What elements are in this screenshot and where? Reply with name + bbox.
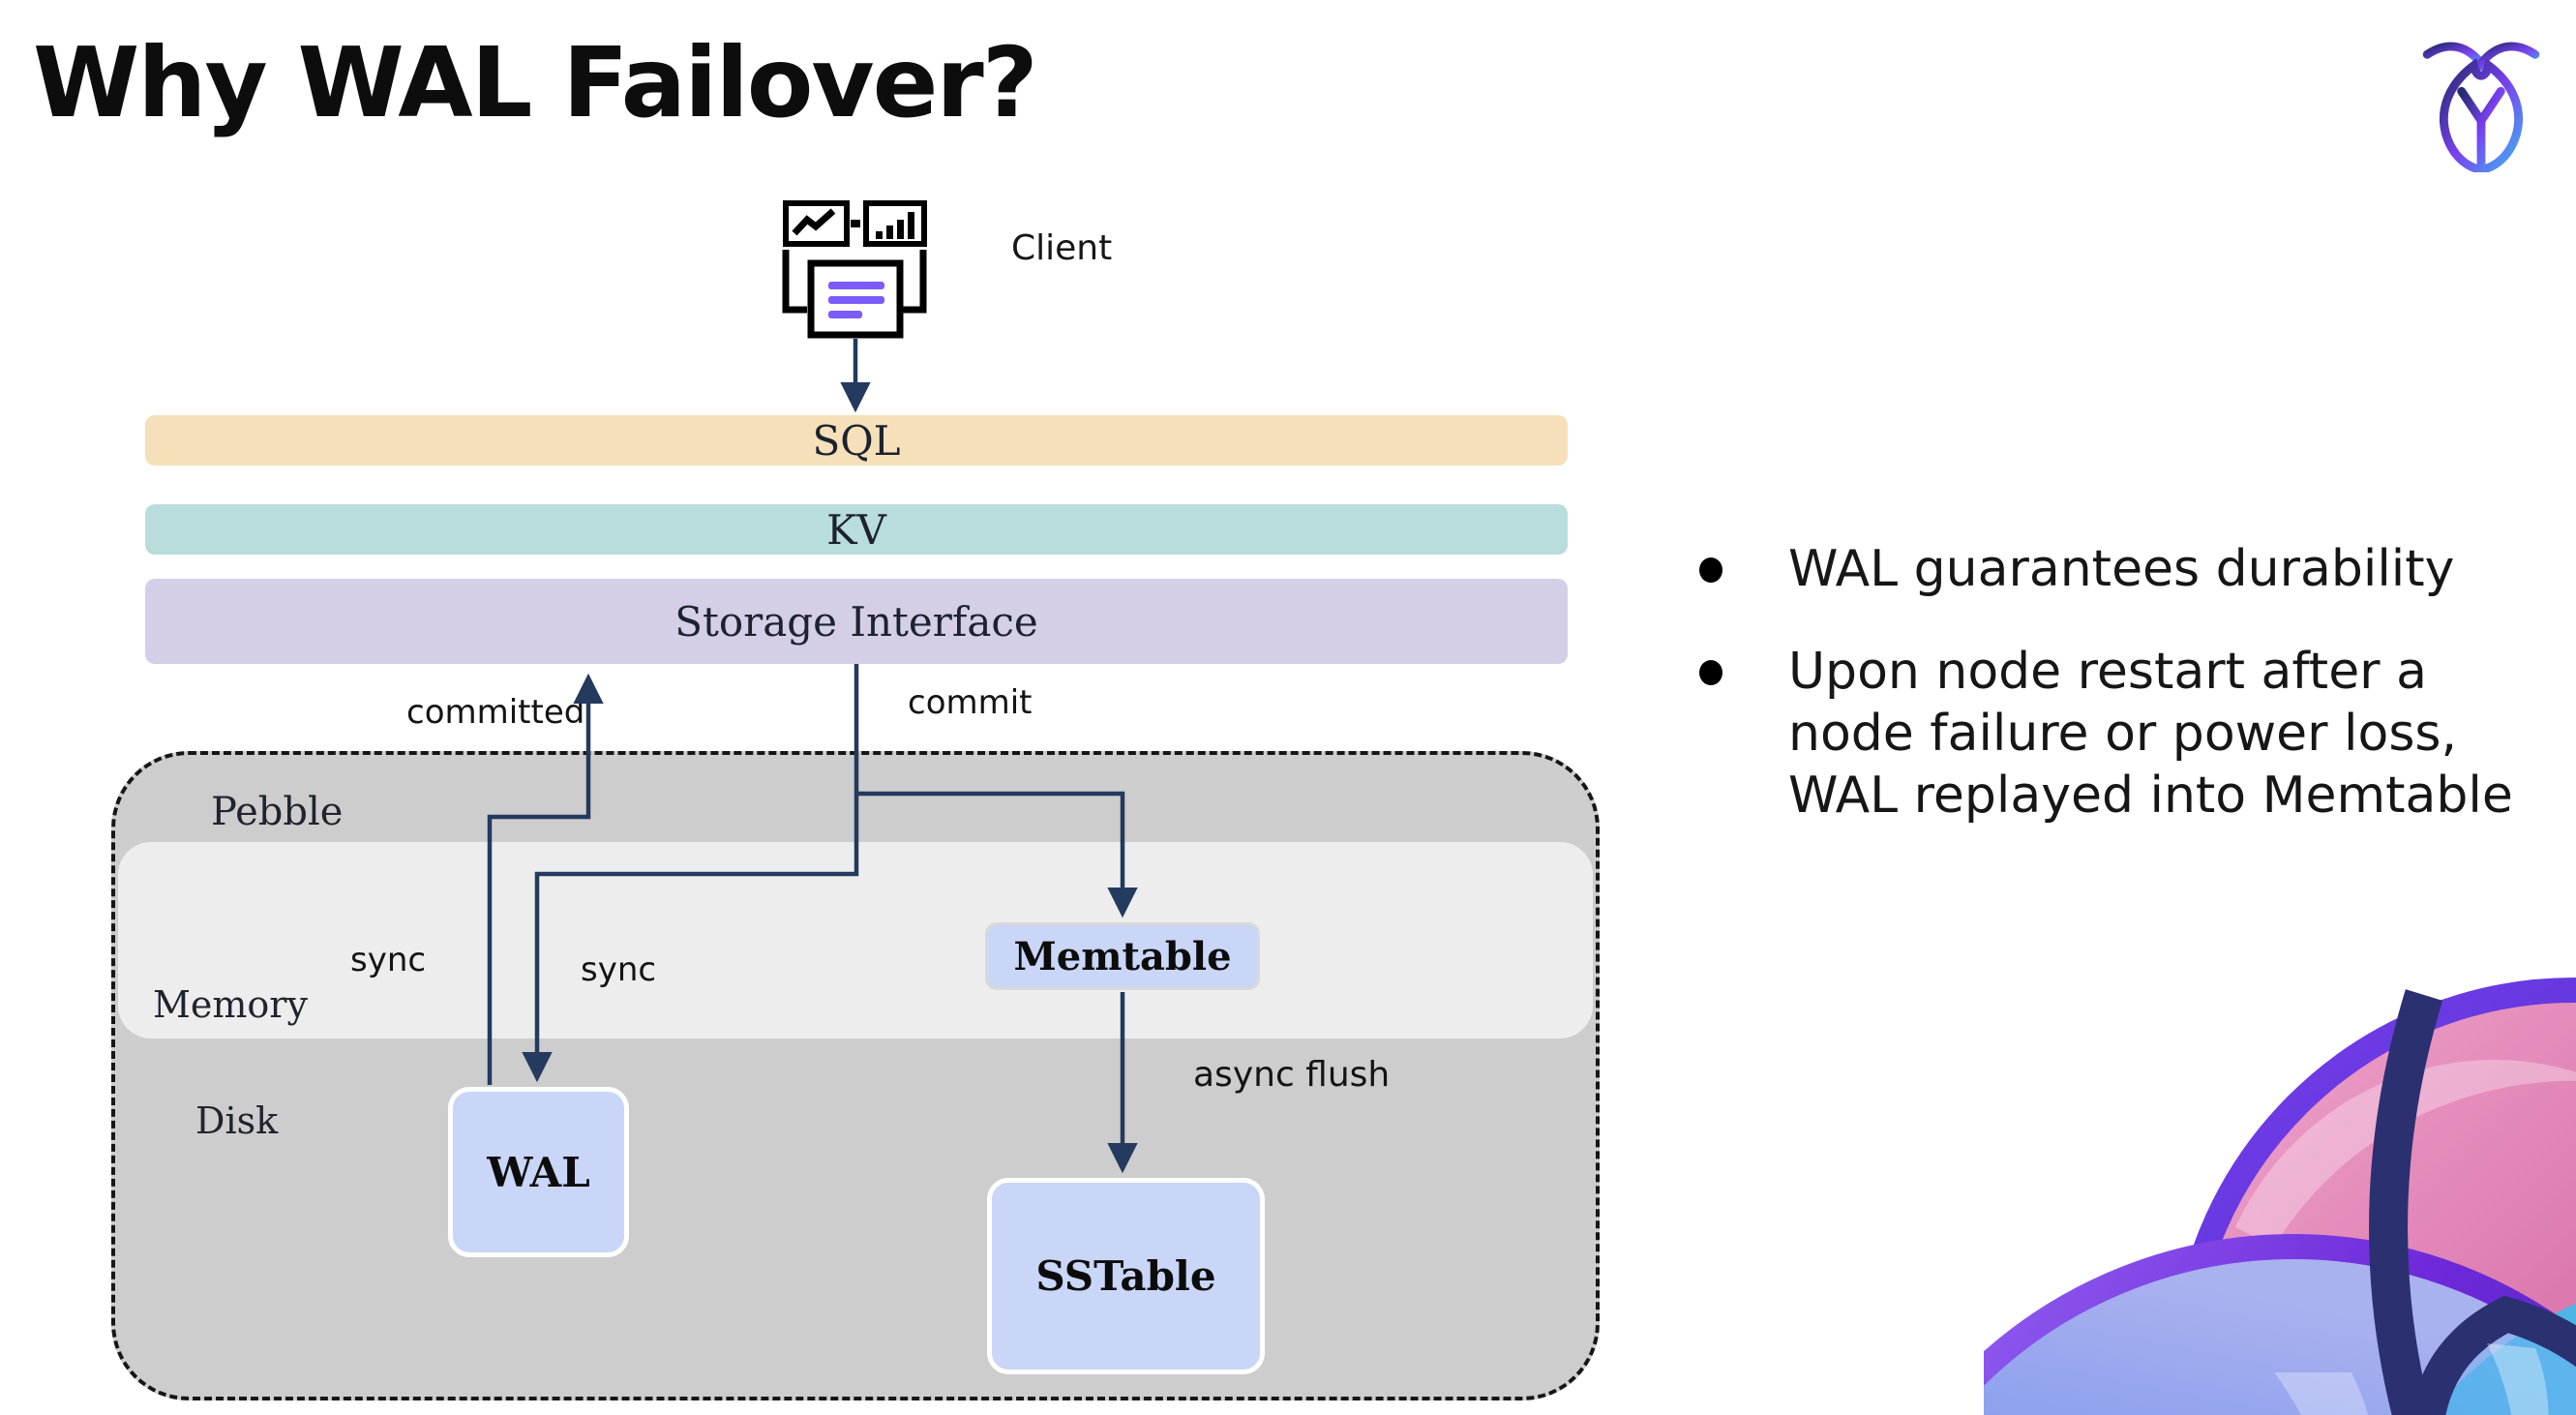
bullet-text: WAL guarantees durability xyxy=(1788,540,2455,598)
memory-label: Memory xyxy=(153,983,308,1026)
client-terminals-icon xyxy=(782,200,927,339)
bar-chart-icon xyxy=(863,200,927,247)
kv-layer-bar: KV xyxy=(145,504,1568,555)
sstable-label: SSTable xyxy=(1035,1252,1216,1300)
sql-layer-bar: SQL xyxy=(145,415,1568,466)
client-label: Client xyxy=(1011,228,1113,268)
bullet-dot-icon xyxy=(1699,557,1722,583)
sstable-node: SSTable xyxy=(987,1178,1265,1374)
sync-up-edge-label: sync xyxy=(350,941,427,979)
storage-interface-label: Storage Interface xyxy=(674,597,1038,646)
wal-label: WAL xyxy=(487,1148,590,1196)
pebble-label: Pebble xyxy=(211,790,344,834)
bracket-left-icon xyxy=(782,250,807,314)
memtable-label: Memtable xyxy=(1013,933,1232,979)
storage-interface-layer-bar: Storage Interface xyxy=(145,579,1568,664)
committed-edge-label: committed xyxy=(406,693,585,732)
bullet-text: Upon node restart after a node failure o… xyxy=(1788,643,2513,825)
page-title: Why WAL Failover? xyxy=(33,26,1038,139)
memtable-node: Memtable xyxy=(985,922,1260,990)
bullet-list: WAL guarantees durability Upon node rest… xyxy=(1699,538,2551,827)
dash-icon xyxy=(851,220,860,227)
commit-edge-label: commit xyxy=(908,683,1033,722)
async-flush-edge-label: async flush xyxy=(1193,1055,1391,1095)
memory-band xyxy=(118,842,1593,1039)
cockroach-brand-artwork xyxy=(1984,978,2576,1415)
kv-layer-label: KV xyxy=(826,505,886,554)
sync-down-edge-label: sync xyxy=(581,950,657,989)
list-item: WAL guarantees durability xyxy=(1699,538,2551,600)
bracket-right-icon xyxy=(902,250,927,314)
cockroachdb-logo-icon xyxy=(2422,42,2540,172)
line-chart-icon xyxy=(783,200,850,247)
disk-label: Disk xyxy=(195,1099,279,1142)
list-item: Upon node restart after a node failure o… xyxy=(1699,641,2551,827)
sql-layer-label: SQL xyxy=(812,416,901,465)
wal-node: WAL xyxy=(448,1087,629,1257)
bullet-dot-icon xyxy=(1699,660,1722,685)
